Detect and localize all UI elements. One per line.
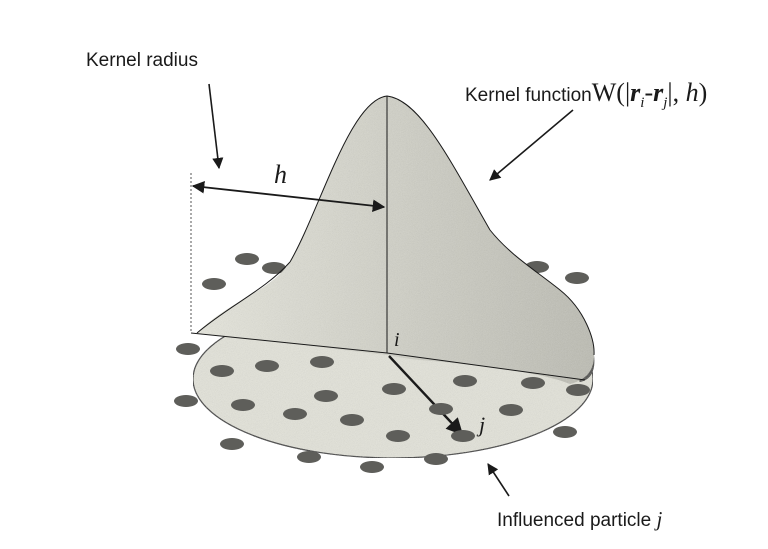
influenced-particle-label: Influenced particle j <box>497 507 663 531</box>
kernel-function-formula: W(|ri-rj|, h) <box>591 78 708 112</box>
particle <box>220 438 244 450</box>
particle <box>429 403 453 415</box>
particle <box>310 356 334 368</box>
particle <box>210 365 234 377</box>
j-label: j <box>479 412 486 437</box>
radial-line-left <box>190 332 388 354</box>
particle <box>382 383 406 395</box>
kernel-function-label: Kernel functionW(|ri-rj|, h) <box>465 78 707 112</box>
particle <box>565 272 589 284</box>
particle <box>202 278 226 290</box>
particle <box>297 451 321 463</box>
radial-line-right <box>386 352 586 381</box>
particle <box>566 384 590 396</box>
h-label: h <box>274 160 287 189</box>
particles-front <box>174 343 590 473</box>
particle-j <box>451 430 475 442</box>
particle <box>424 453 448 465</box>
h-dimension-arrow <box>191 180 386 213</box>
particle <box>360 461 384 473</box>
kernel-function-callout-arrow <box>489 109 574 181</box>
particle <box>340 414 364 426</box>
i-label: i <box>394 329 400 351</box>
kernel-radius-label: Kernel radius <box>86 50 198 71</box>
kernel-function-text: Kernel function <box>465 85 592 106</box>
influenced-particle-callout-arrow <box>487 463 510 497</box>
particle <box>386 430 410 442</box>
particle <box>453 375 477 387</box>
particle <box>499 404 523 416</box>
particle <box>521 377 545 389</box>
particle <box>314 390 338 402</box>
particle <box>176 343 200 355</box>
ij-vector-arrow <box>388 355 464 436</box>
particle <box>235 253 259 265</box>
particle <box>255 360 279 372</box>
kernel-radius-callout-arrow <box>208 83 224 170</box>
particle <box>262 262 286 274</box>
particle <box>231 399 255 411</box>
kernel-surface-outline <box>289 95 595 356</box>
kernel-surface <box>197 96 595 384</box>
particle <box>553 426 577 438</box>
particle <box>174 395 198 407</box>
kernel-surface-left-edge <box>196 261 291 334</box>
particle <box>283 408 307 420</box>
